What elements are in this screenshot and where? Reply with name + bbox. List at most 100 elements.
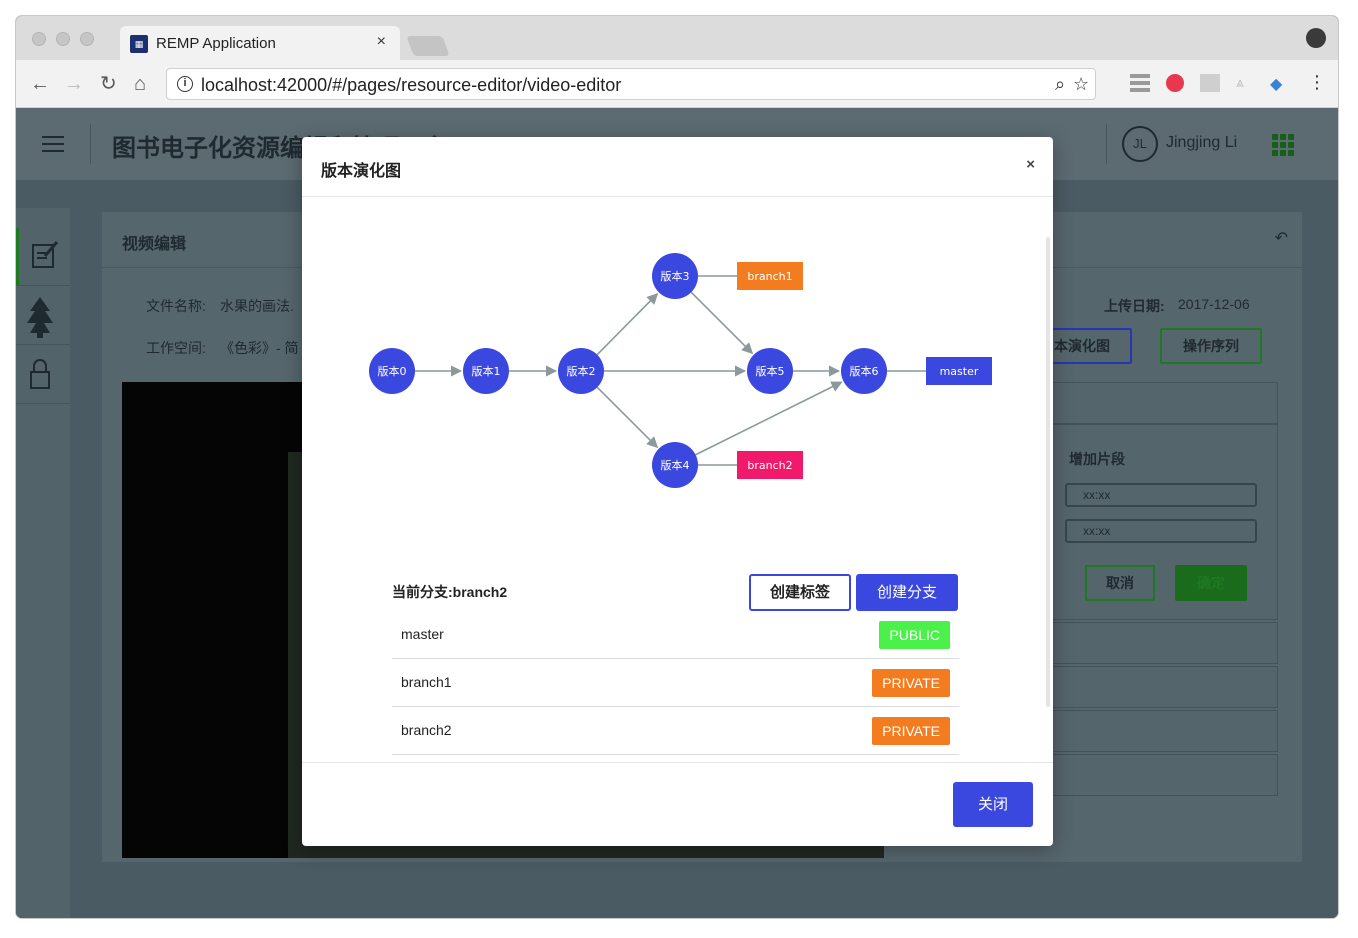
version-node-label: 版本2 <box>567 364 596 378</box>
version-node-label: 版本1 <box>472 364 501 378</box>
modal-scrollbar[interactable] <box>1046 237 1050 707</box>
address-bar[interactable]: i localhost:42000/#/pages/resource-edito… <box>166 68 1096 100</box>
back-arrow-icon[interactable]: ← <box>30 73 50 95</box>
branch-tag[interactable] <box>926 357 992 385</box>
branch-tag-label: branch1 <box>747 270 792 283</box>
version-node-label: 版本3 <box>661 269 690 283</box>
segment-row <box>1032 666 1278 708</box>
branch-list: master PUBLIC branch1 PRIVATE branch2 PR… <box>392 611 959 755</box>
app-favicon-icon: ▦ <box>130 35 148 53</box>
file-name-value: 水果的画法. <box>220 298 294 314</box>
cancel-button[interactable]: 取消 <box>1085 565 1155 601</box>
branch-row[interactable]: master PUBLIC <box>392 611 959 659</box>
edit-icon <box>32 241 59 268</box>
home-icon[interactable]: ⌂ <box>134 73 147 95</box>
end-time-input[interactable]: xx:xx <box>1065 519 1257 543</box>
segment-row <box>1032 382 1278 424</box>
operation-sequence-button[interactable]: 操作序列 <box>1160 328 1262 364</box>
reload-icon[interactable]: ↻ <box>100 73 117 95</box>
extension-grid-icon[interactable] <box>1130 74 1150 92</box>
tab-close-icon[interactable]: × <box>376 33 386 50</box>
branch-tag[interactable] <box>737 262 803 290</box>
version-node[interactable] <box>652 442 698 488</box>
sidebar-item-edit[interactable] <box>16 228 70 286</box>
add-segment-form: 增加片段 xx:xx xx:xx 取消 确定 <box>1032 424 1278 620</box>
workspace-value: 《色彩》- 简 <box>220 340 299 356</box>
version-node[interactable] <box>558 348 604 394</box>
graph-edge <box>596 386 659 449</box>
file-name-label: 文件名称: <box>146 298 206 314</box>
maximize-window-button[interactable] <box>80 32 94 46</box>
extension-cube-icon[interactable]: ◆ <box>1270 76 1283 93</box>
close-button[interactable]: 关闭 <box>953 782 1033 827</box>
url-text: localhost:42000/#/pages/resource-editor/… <box>201 75 622 95</box>
zoom-search-icon[interactable]: ⌕ <box>1055 74 1066 94</box>
forward-arrow-icon[interactable]: → <box>64 73 84 95</box>
sidebar <box>16 208 70 918</box>
branch-tag[interactable] <box>737 451 803 479</box>
graph-edge <box>695 381 843 456</box>
sidebar-item-tree[interactable] <box>16 287 70 345</box>
version-node[interactable] <box>841 348 887 394</box>
new-tab-button[interactable] <box>406 36 450 56</box>
version-node[interactable] <box>652 253 698 299</box>
modal-header: 版本演化图 × <box>302 137 1053 197</box>
create-branch-button[interactable]: 创建分支 <box>856 574 958 611</box>
create-tag-button[interactable]: 创建标签 <box>749 574 851 611</box>
sidebar-item-lock[interactable] <box>16 346 70 404</box>
current-branch-label: 当前分支: <box>392 584 453 600</box>
start-time-input[interactable]: xx:xx <box>1065 483 1257 507</box>
modal-close-icon[interactable]: × <box>1026 156 1035 173</box>
modal-title: 版本演化图 <box>321 163 402 180</box>
version-node-label: 版本4 <box>661 458 690 472</box>
user-name[interactable]: Jingjing Li <box>1166 134 1238 151</box>
profile-icon[interactable] <box>1306 28 1326 48</box>
extension-tree-icon[interactable]: ⩓ <box>1236 74 1244 90</box>
segment-row <box>1032 622 1278 664</box>
menu-icon[interactable] <box>42 136 64 152</box>
visibility-badge: PRIVATE <box>872 717 950 745</box>
back-icon[interactable]: ↶ <box>1274 230 1288 247</box>
browser-toolbar: ← → ↻ ⌂ i localhost:42000/#/pages/resour… <box>16 60 1338 108</box>
version-node[interactable] <box>463 348 509 394</box>
branch-name: branch2 <box>401 722 452 738</box>
extension-layout-icon[interactable] <box>1200 74 1220 92</box>
confirm-button[interactable]: 确定 <box>1175 565 1247 601</box>
current-branch-value: branch2 <box>452 584 508 600</box>
branch-row[interactable]: branch1 PRIVATE <box>392 659 959 707</box>
visibility-badge: PRIVATE <box>872 669 950 697</box>
lock-icon <box>30 359 50 389</box>
browser-tab[interactable]: ▦ REMP Application × <box>120 26 400 60</box>
apps-grid-icon[interactable] <box>1272 134 1294 156</box>
segment-row <box>1032 754 1278 796</box>
version-node[interactable] <box>369 348 415 394</box>
workspace-label: 工作空间: <box>146 340 206 356</box>
graph-edge <box>596 292 659 356</box>
user-avatar[interactable]: JL <box>1122 126 1158 162</box>
close-window-button[interactable] <box>32 32 46 46</box>
header-divider <box>1106 124 1107 164</box>
minimize-window-button[interactable] <box>56 32 70 46</box>
graph-edge <box>690 291 754 355</box>
version-node[interactable] <box>747 348 793 394</box>
version-node-label: 版本5 <box>756 364 785 378</box>
browser-menu-icon[interactable]: ⋮ <box>1308 72 1326 92</box>
upload-date-label: 上传日期: <box>1104 298 1165 314</box>
header-divider <box>90 124 91 164</box>
branch-tag-label: branch2 <box>747 459 792 472</box>
visibility-badge: PUBLIC <box>879 621 950 649</box>
tab-strip: ▦ REMP Application × <box>16 16 1338 60</box>
tab-title: REMP Application <box>156 35 276 52</box>
opera-extension-icon[interactable] <box>1166 74 1184 92</box>
version-node-label: 版本6 <box>850 364 879 378</box>
branch-row[interactable]: branch2 PRIVATE <box>392 707 959 755</box>
modal-footer-divider <box>302 762 1053 763</box>
segment-row <box>1032 710 1278 752</box>
tree-icon <box>27 297 53 338</box>
site-info-icon[interactable]: i <box>177 76 193 92</box>
bookmark-star-icon[interactable]: ☆ <box>1073 74 1090 94</box>
version-node-label: 版本0 <box>378 364 407 378</box>
branch-name: branch1 <box>401 674 452 690</box>
